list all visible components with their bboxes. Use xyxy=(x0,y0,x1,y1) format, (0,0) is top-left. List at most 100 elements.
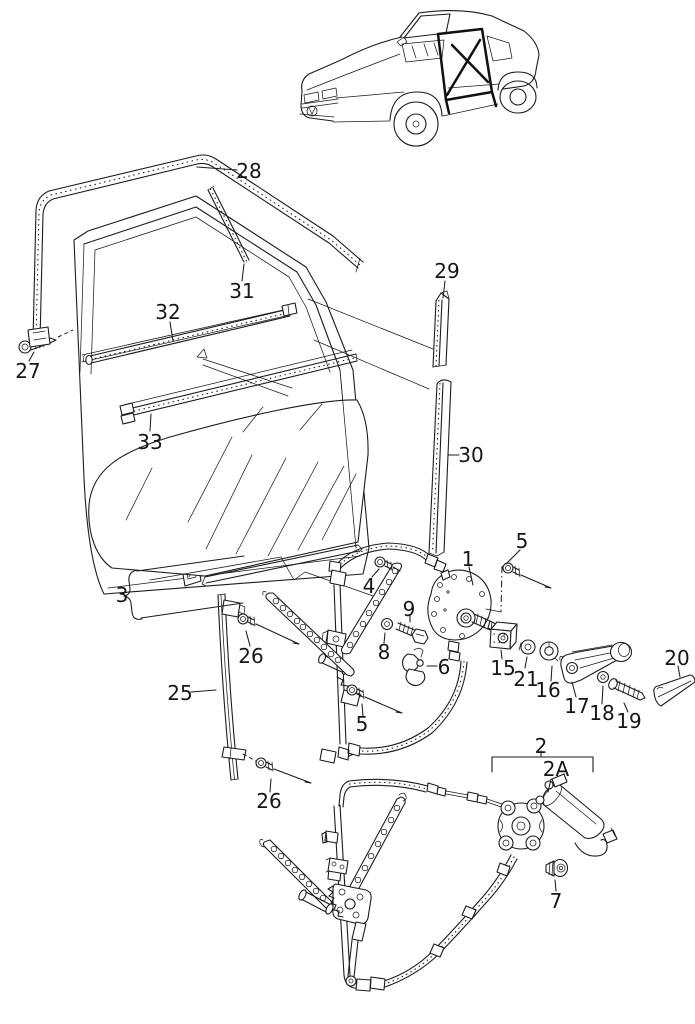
brace-3 xyxy=(123,569,143,620)
car-windshield xyxy=(403,13,451,39)
leader-line-27 xyxy=(28,351,35,362)
car-headlights xyxy=(303,87,338,104)
part-number-15[interactable]: 15 xyxy=(490,656,515,680)
leader-line-26-lower xyxy=(269,778,272,793)
leader-line-25 xyxy=(190,689,217,693)
part-number-19[interactable]: 19 xyxy=(616,709,641,733)
window-glass xyxy=(88,399,369,577)
part-number-27[interactable]: 27 xyxy=(15,359,40,383)
part-20-cover xyxy=(653,674,695,707)
part-26-pin-upper xyxy=(237,613,300,645)
leader-line-17 xyxy=(571,681,577,698)
leader-line-2A xyxy=(547,778,552,793)
part-21-bushing xyxy=(518,639,536,655)
leader-line-26-upper xyxy=(245,630,251,647)
part-number-20[interactable]: 20 xyxy=(664,646,689,670)
car-front-wheel-arch xyxy=(389,91,443,121)
leader-line-16 xyxy=(550,665,553,682)
part-6-clip xyxy=(402,647,426,687)
leader-line-32 xyxy=(169,321,174,342)
car-rear-wheel xyxy=(499,80,537,114)
seal-end-bracket xyxy=(27,326,51,348)
projection-marker xyxy=(196,348,208,359)
leader-line-21 xyxy=(524,656,528,669)
part-number-2[interactable]: 2 xyxy=(535,734,548,758)
part-number-3[interactable]: 3 xyxy=(116,583,129,607)
door-bottom-rail xyxy=(204,544,360,584)
part-number-33[interactable]: 33 xyxy=(137,430,162,454)
rail-clip-upper xyxy=(221,599,241,618)
door-window-highlight xyxy=(436,27,498,115)
leader-line-18 xyxy=(601,685,604,705)
cable-conduit-upper xyxy=(335,542,432,566)
power-conduit-bottom xyxy=(383,854,512,982)
spindle-shaft xyxy=(471,613,493,631)
part-26-pin-lower xyxy=(242,753,312,784)
leader-line-31 xyxy=(241,263,245,282)
car-front-wheel xyxy=(393,101,439,147)
car-cowl-vent xyxy=(401,39,445,63)
part-number-26-upper[interactable]: 26 xyxy=(238,644,263,668)
cable-drive-unit xyxy=(497,798,545,851)
part-number-18[interactable]: 18 xyxy=(589,701,614,725)
part-28-door-seal xyxy=(27,154,364,348)
leader-line-29 xyxy=(442,280,446,299)
leader-line-28 xyxy=(196,166,238,171)
part-29-guide-channel xyxy=(432,290,450,368)
regulator-arm-cross xyxy=(265,592,355,677)
car-hood-crease xyxy=(306,53,401,91)
part-32-window-slot-strip xyxy=(82,302,298,397)
part-2-power-window-regulator xyxy=(259,773,618,992)
part-16-ring xyxy=(539,641,559,662)
part-1-window-regulator xyxy=(262,542,499,764)
part-number-17[interactable]: 17 xyxy=(564,694,589,718)
leader-line-20 xyxy=(677,665,681,678)
part-number-1[interactable]: 1 xyxy=(462,547,475,571)
car-roof xyxy=(418,10,525,32)
part-number-5-lower[interactable]: 5 xyxy=(356,712,369,736)
car-mirror xyxy=(396,36,408,47)
leader-line-1 xyxy=(468,566,474,586)
leader-line-7 xyxy=(554,879,557,892)
car-grille xyxy=(299,98,339,118)
car-front-face xyxy=(300,90,334,122)
part-5-pin-lower xyxy=(346,684,403,714)
part-30-guide-channel xyxy=(428,379,452,557)
leader-line-19 xyxy=(623,702,629,713)
part-31-glass-run-strip xyxy=(207,185,250,263)
part-4-pin xyxy=(374,556,401,572)
part-number-25[interactable]: 25 xyxy=(167,681,192,705)
reference-lines xyxy=(149,298,434,598)
part-25-guide-rail xyxy=(217,593,247,781)
part-number-6[interactable]: 6 xyxy=(438,655,451,679)
part-number-21[interactable]: 21 xyxy=(513,667,538,691)
part-2a-motor xyxy=(535,773,605,839)
part-number-5-upper[interactable]: 5 xyxy=(516,529,529,553)
part-number-32[interactable]: 32 xyxy=(155,300,180,324)
part-number-28[interactable]: 28 xyxy=(236,159,261,183)
leader-line-5-lower xyxy=(361,703,364,717)
leader-line-5-upper xyxy=(505,549,521,565)
part-number-16[interactable]: 16 xyxy=(535,678,560,702)
part-33-window-slot-strip xyxy=(119,349,358,425)
part-number-26-lower[interactable]: 26 xyxy=(256,789,281,813)
track-clamp xyxy=(325,629,347,648)
part-number-7[interactable]: 7 xyxy=(550,889,563,913)
part-number-8[interactable]: 8 xyxy=(378,640,391,664)
car-a-pillar xyxy=(399,12,420,38)
spindle-hub xyxy=(456,608,476,628)
power-roller xyxy=(300,890,332,914)
part-number-29[interactable]: 29 xyxy=(434,259,459,283)
part-19-screw xyxy=(608,678,646,701)
part-number-2A[interactable]: 2A xyxy=(543,757,570,781)
part-number-30[interactable]: 30 xyxy=(458,443,483,467)
part-number-9[interactable]: 9 xyxy=(403,597,416,621)
car-hood xyxy=(301,36,403,92)
part-number-4[interactable]: 4 xyxy=(363,574,376,598)
rail-clip-lower xyxy=(221,746,247,761)
part-9-bolt xyxy=(395,621,429,645)
motor-wire xyxy=(574,839,608,857)
part-number-31[interactable]: 31 xyxy=(229,279,254,303)
